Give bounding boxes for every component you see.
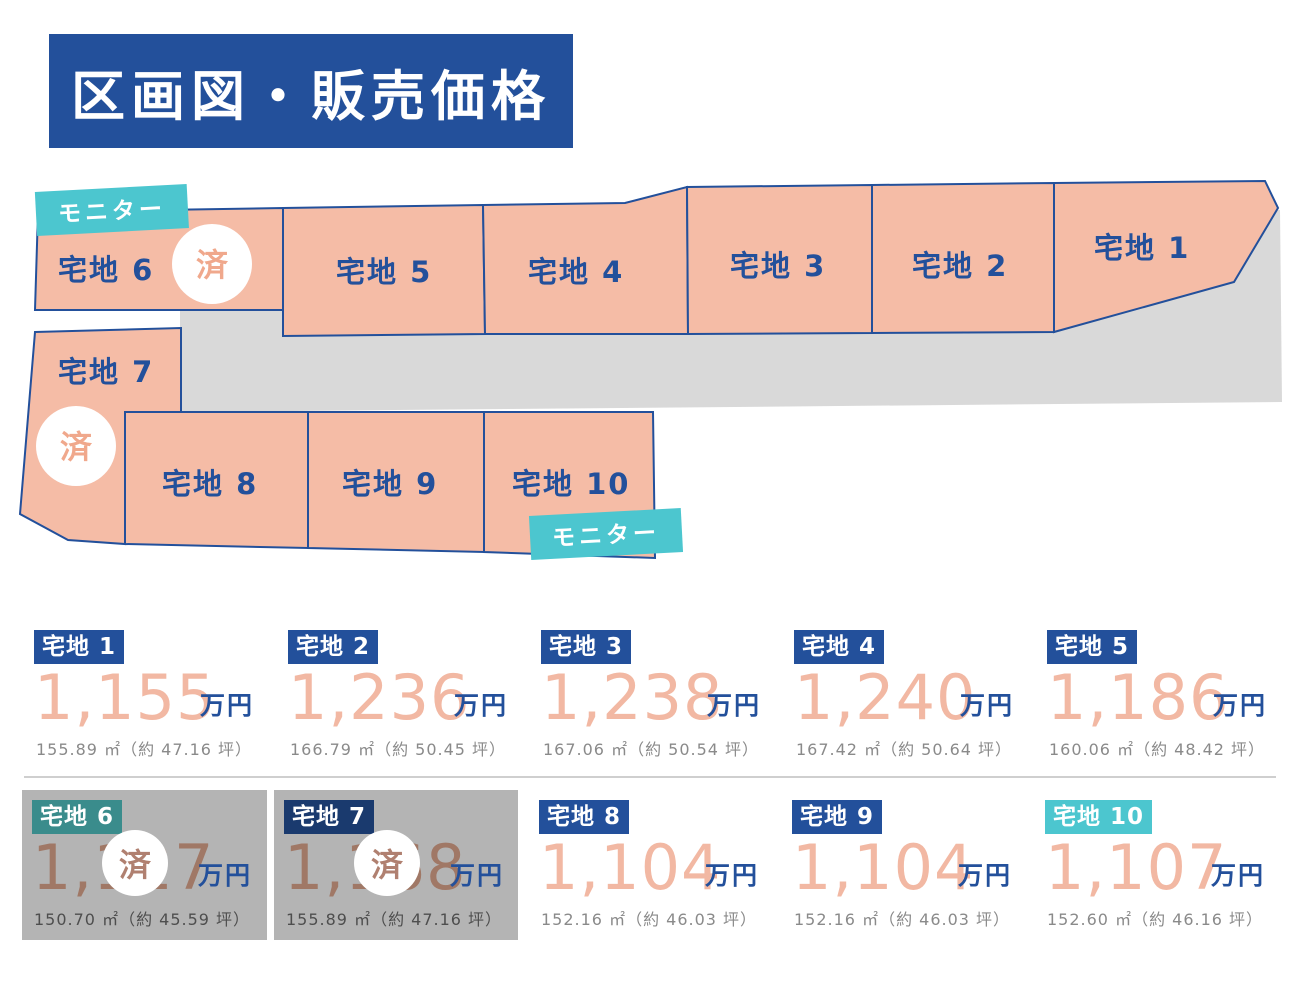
price-value: 1,238 xyxy=(541,661,724,734)
sold-badge: 済 xyxy=(102,830,168,896)
price-card-8[interactable]: 宅地 8 1,104 万円 152.16 ㎡（約 46.03 坪） xyxy=(529,790,779,940)
lot-area: 152.16 ㎡（約 46.03 坪） xyxy=(794,910,1011,929)
price-unit: 万円 xyxy=(198,861,253,890)
lot-tag: 宅地 5 xyxy=(1047,630,1138,664)
plot-8[interactable]: 宅地 8 xyxy=(124,411,309,550)
plot-label-10: 宅地 10 xyxy=(512,467,630,501)
sold-mark-plot-6: 済 xyxy=(172,224,252,304)
price-card-10[interactable]: 宅地 10 1,107 万円 152.60 ㎡（約 46.16 坪） xyxy=(1035,790,1285,940)
lot-plan-map: 宅地 6 宅地 5 宅地 4 宅地 3 宅地 2 宅地 1 宅地 7 宅地 8 … xyxy=(18,179,1282,560)
monitor-badge-plot-6: モニター xyxy=(34,184,189,236)
lot-tag: 宅地 6 xyxy=(32,800,123,834)
price-card-5[interactable]: 宅地 5 1,186 万円 160.06 ㎡（約 48.42 坪） xyxy=(1037,620,1287,770)
price-value: 1,236 xyxy=(288,661,471,734)
plot-label-4: 宅地 4 xyxy=(528,255,624,289)
price-card-7[interactable]: 宅地 7 1,168 万円 155.89 ㎡（約 47.16 坪） 済 xyxy=(274,790,518,940)
price-value: 1,240 xyxy=(794,661,977,734)
price-value: 1,186 xyxy=(1047,661,1230,734)
svg-text:モニター: モニター xyxy=(551,520,660,552)
price-card-4[interactable]: 宅地 4 1,240 万円 167.42 ㎡（約 50.64 坪） xyxy=(784,620,1034,770)
price-card-3[interactable]: 宅地 3 1,238 万円 167.06 ㎡（約 50.54 坪） xyxy=(531,620,781,770)
plot-label-1: 宅地 1 xyxy=(1094,231,1190,265)
price-card-1[interactable]: 宅地 1 1,155 万円 155.89 ㎡（約 47.16 坪） xyxy=(24,620,274,770)
lot-area: 150.70 ㎡（約 45.59 坪） xyxy=(34,910,251,929)
lot-tag: 宅地 2 xyxy=(288,630,379,664)
price-value: 1,107 xyxy=(1045,831,1228,904)
lot-area: 152.16 ㎡（約 46.03 坪） xyxy=(541,910,758,929)
svg-text:モニター: モニター xyxy=(57,196,166,228)
lot-area: 160.06 ㎡（約 48.42 坪） xyxy=(1049,740,1266,759)
monitor-badge-plot-10: モニター xyxy=(528,508,684,560)
lot-area: 152.60 ㎡（約 46.16 坪） xyxy=(1047,910,1264,929)
plot-label-5: 宅地 5 xyxy=(336,255,432,289)
price-unit: 万円 xyxy=(1211,861,1266,890)
price-unit: 万円 xyxy=(958,861,1013,890)
lot-area: 155.89 ㎡（約 47.16 坪） xyxy=(36,740,253,759)
lot-area: 167.42 ㎡（約 50.64 坪） xyxy=(796,740,1013,759)
plot-label-6: 宅地 6 xyxy=(58,253,154,287)
lot-tag: 宅地 1 xyxy=(34,630,125,664)
plot-label-7: 宅地 7 xyxy=(58,355,154,389)
lot-area: 167.06 ㎡（約 50.54 坪） xyxy=(543,740,760,759)
sold-mark-plot-7: 済 xyxy=(36,406,116,486)
price-unit: 万円 xyxy=(1213,691,1268,720)
plot-4[interactable]: 宅地 4 xyxy=(481,185,690,335)
svg-text:済: 済 xyxy=(60,428,93,466)
plot-label-8: 宅地 8 xyxy=(162,467,258,501)
price-card-2[interactable]: 宅地 2 1,236 万円 166.79 ㎡（約 50.45 坪） xyxy=(278,620,528,770)
price-unit: 万円 xyxy=(454,691,509,720)
price-card-9[interactable]: 宅地 9 1,104 万円 152.16 ㎡（約 46.03 坪） xyxy=(782,790,1032,940)
lot-tag: 宅地 3 xyxy=(541,630,632,664)
lot-tag: 宅地 4 xyxy=(794,630,885,664)
lot-area: 166.79 ㎡（約 50.45 坪） xyxy=(290,740,507,759)
plot-label-9: 宅地 9 xyxy=(342,467,438,501)
price-list-divider xyxy=(24,776,1276,778)
price-unit: 万円 xyxy=(200,691,255,720)
plot-1[interactable]: 宅地 1 xyxy=(1053,179,1280,334)
price-card-6[interactable]: 宅地 6 1,127 万円 150.70 ㎡（約 45.59 坪） 済 xyxy=(22,790,267,940)
plot-label-3: 宅地 3 xyxy=(730,249,826,283)
price-value: 1,155 xyxy=(34,661,217,734)
plot-5[interactable]: 宅地 5 xyxy=(282,203,487,338)
lot-tag: 宅地 9 xyxy=(792,800,883,834)
lot-tag: 宅地 10 xyxy=(1045,800,1153,834)
price-unit: 万円 xyxy=(450,861,505,890)
lot-area: 155.89 ㎡（約 47.16 坪） xyxy=(286,910,503,929)
lot-tag: 宅地 8 xyxy=(539,800,630,834)
plot-label-2: 宅地 2 xyxy=(912,249,1008,283)
price-unit: 万円 xyxy=(707,691,762,720)
svg-text:済: 済 xyxy=(196,246,229,284)
price-value: 1,104 xyxy=(792,831,975,904)
plot-9[interactable]: 宅地 9 xyxy=(307,411,485,554)
price-value: 1,104 xyxy=(539,831,722,904)
price-unit: 万円 xyxy=(960,691,1015,720)
price-unit: 万円 xyxy=(705,861,760,890)
page-title: 区画図・販売価格 xyxy=(49,34,573,148)
sold-badge: 済 xyxy=(354,830,420,896)
lot-tag: 宅地 7 xyxy=(284,800,375,834)
